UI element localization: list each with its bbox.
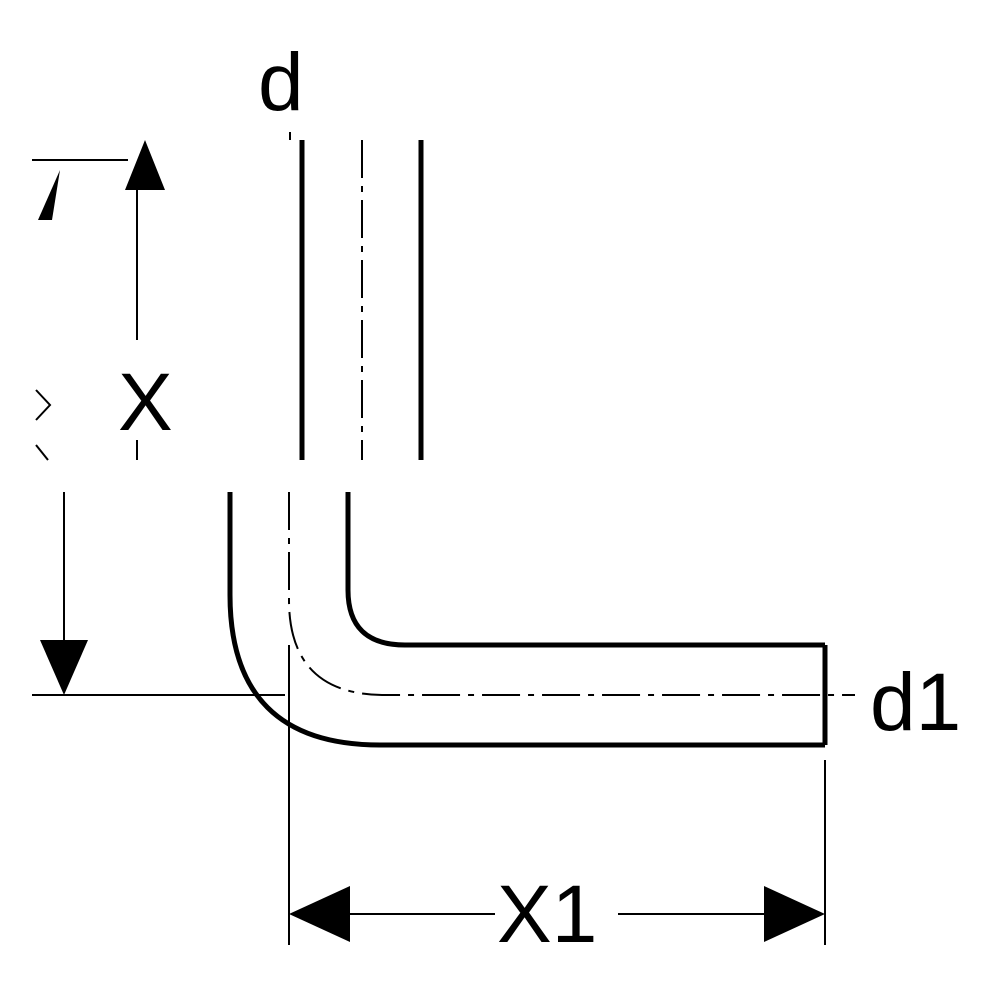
- label-x1: X1: [497, 869, 597, 960]
- x1-right-arrowhead: [764, 886, 825, 942]
- x1-left-arrowhead: [289, 886, 350, 942]
- bend-centerline: [288, 492, 855, 696]
- bend-outer-wall: [227, 492, 825, 748]
- x-down-arrowhead: [40, 640, 88, 695]
- left-partial-x-mark: [35, 389, 52, 421]
- left-partial-x-mark-lower: [35, 444, 49, 461]
- bend-inner-wall: [345, 492, 825, 648]
- label-x: X: [118, 357, 173, 448]
- label-d1: d1: [870, 657, 961, 748]
- left-partial-arrowhead: [38, 170, 60, 220]
- label-d: d: [258, 37, 304, 128]
- x-up-arrowhead: [125, 140, 165, 190]
